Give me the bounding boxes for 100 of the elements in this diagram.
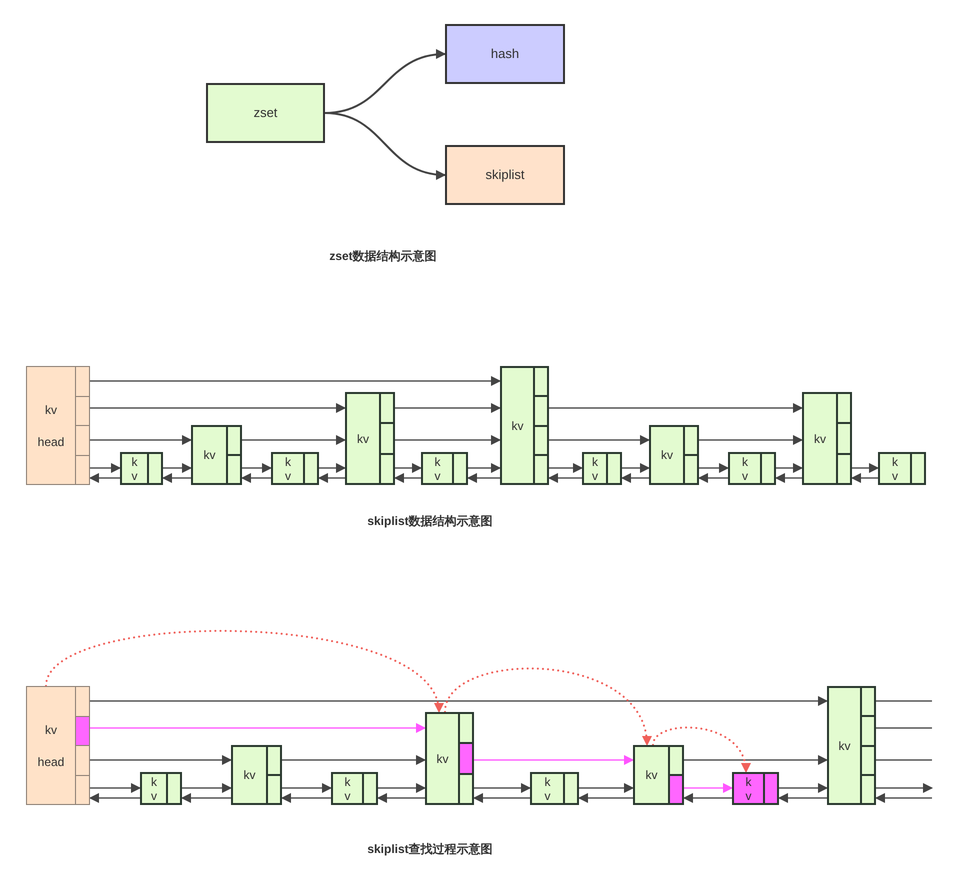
- node-text: k: [344, 774, 350, 788]
- diagram-caption: zset数据结构示意图: [329, 248, 437, 265]
- node-text: k: [746, 774, 752, 788]
- node-text: v: [746, 788, 752, 802]
- arrow: [90, 463, 121, 473]
- arrow: [241, 473, 271, 483]
- node-text: kv: [357, 430, 369, 446]
- connector-line: [876, 700, 932, 702]
- node-text: v: [434, 468, 440, 482]
- arrow: [549, 463, 583, 473]
- arrow: [468, 463, 501, 473]
- node-text: k: [434, 454, 440, 468]
- skiplist-node: [649, 425, 699, 485]
- node-text: v: [132, 468, 138, 482]
- node-text: kv: [45, 402, 57, 418]
- arrow: [282, 783, 332, 793]
- node-text: v: [592, 468, 598, 482]
- structure-box: [445, 145, 565, 205]
- node-text: kv: [45, 722, 57, 738]
- arrow: [318, 473, 345, 483]
- node-text: kv: [244, 767, 256, 783]
- arrow: [622, 463, 650, 473]
- arrow: [90, 403, 346, 413]
- arrow: [548, 473, 582, 483]
- arrow: [699, 435, 803, 445]
- skiplist-node: [231, 745, 282, 805]
- arrow: [473, 793, 530, 803]
- arrow: [549, 435, 650, 445]
- node-text: hash: [490, 45, 520, 64]
- arrow: [163, 463, 192, 473]
- arrow: [474, 783, 531, 793]
- arrow: [282, 755, 426, 765]
- node-text: head: [38, 754, 64, 770]
- arrow: [579, 783, 634, 793]
- node-text: v: [742, 468, 748, 482]
- arrow: [90, 783, 141, 793]
- connector-line: [876, 759, 932, 761]
- skiplist-node: [271, 452, 319, 485]
- diagram-caption: skiplist查找过程示意图: [367, 841, 493, 858]
- arrow: [89, 793, 140, 803]
- skiplist-node: [140, 772, 182, 805]
- arrow: [181, 793, 231, 803]
- arrow: [242, 463, 272, 473]
- node-text: k: [592, 454, 598, 468]
- diagram-caption: skiplist数据结构示意图: [367, 513, 493, 530]
- arrow: [778, 793, 827, 803]
- connector-line: [876, 727, 932, 729]
- arrow: [776, 463, 803, 473]
- arrow: [698, 473, 728, 483]
- node-text: k: [544, 774, 550, 788]
- arrow: [394, 473, 421, 483]
- node-text: kv: [512, 418, 524, 434]
- arrow: [395, 463, 422, 473]
- arrow: [684, 755, 828, 765]
- arrow: [89, 473, 120, 483]
- arrow: [621, 473, 649, 483]
- arrow: [324, 112, 446, 180]
- arrow: [578, 793, 633, 803]
- skiplist-node: [500, 366, 549, 485]
- node-text: v: [344, 788, 350, 802]
- head-node: [26, 686, 90, 805]
- arrow: [90, 723, 426, 733]
- arrow: [162, 473, 191, 483]
- skiplist-node: [421, 452, 468, 485]
- node-text: kv: [204, 447, 216, 463]
- arrow: [378, 783, 426, 793]
- arrow: [852, 463, 879, 473]
- arrow: [395, 435, 501, 445]
- skiplist-node: [120, 452, 163, 485]
- arrow: [90, 696, 828, 706]
- node-text: head: [38, 434, 64, 450]
- skiplist-node: [345, 392, 395, 485]
- arrow: [779, 783, 828, 793]
- arrow: [474, 755, 634, 765]
- skiplist-node: [633, 745, 684, 805]
- arrow: [319, 463, 346, 473]
- skiplist-node: [827, 686, 876, 805]
- node-text: k: [285, 454, 291, 468]
- node-text: v: [892, 468, 898, 482]
- arrow: [90, 755, 232, 765]
- search-step-arrow: [45, 630, 441, 713]
- structure-box: [445, 24, 565, 84]
- arrow: [775, 473, 802, 483]
- node-text: k: [151, 774, 157, 788]
- node-text: v: [285, 468, 291, 482]
- arrow: [242, 435, 346, 445]
- arrow: [281, 793, 331, 803]
- node-text: v: [544, 788, 550, 802]
- skiplist-node: [530, 772, 579, 805]
- arrow: [549, 403, 803, 413]
- node-text: k: [742, 454, 748, 468]
- arrow: [90, 376, 501, 386]
- arrow: [876, 783, 933, 793]
- arrow: [684, 783, 733, 793]
- skiplist-node: [728, 452, 776, 485]
- skiplist-node: [331, 772, 378, 805]
- arrow: [90, 435, 192, 445]
- skiplist-node: [425, 712, 474, 805]
- arrow: [395, 403, 501, 413]
- skiplist-node: [191, 425, 242, 485]
